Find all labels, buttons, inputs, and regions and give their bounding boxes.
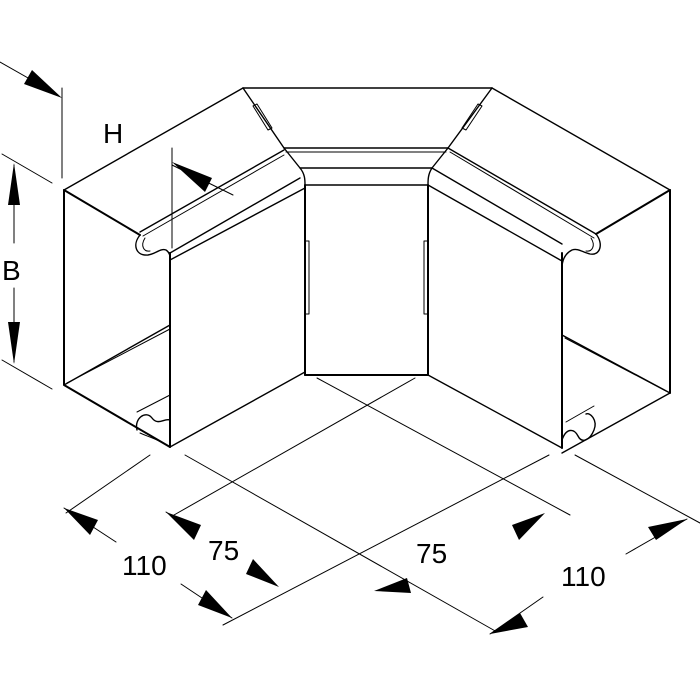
arrow-icon [166, 512, 201, 540]
right-arm [427, 87, 671, 454]
arrow-up-icon [8, 163, 20, 205]
arrow-icon [246, 559, 279, 587]
dimension-label-h: H [103, 118, 123, 149]
dimension-bottom: 110 75 75 110 [63, 377, 700, 635]
arrow-icon [24, 70, 62, 98]
arrow-down-icon [8, 322, 20, 364]
dimension-label-right-75: 75 [416, 538, 447, 569]
arrow-icon [64, 508, 98, 535]
arrow-icon [512, 513, 545, 540]
dimension-label-left-110: 110 [122, 550, 167, 581]
dimension-width: B [1, 153, 53, 390]
dimension-label-b: B [2, 255, 21, 286]
left-arm [63, 87, 306, 448]
arrow-icon [490, 613, 528, 634]
arrow-icon [198, 590, 232, 618]
arrow-icon [648, 519, 687, 540]
arrow-icon [172, 162, 212, 192]
dimension-height: H [0, 61, 234, 249]
arrow-icon [374, 578, 411, 593]
corner-center [242, 87, 493, 376]
dimension-label-right-110: 110 [561, 561, 606, 592]
dimension-label-left-75: 75 [208, 535, 239, 566]
